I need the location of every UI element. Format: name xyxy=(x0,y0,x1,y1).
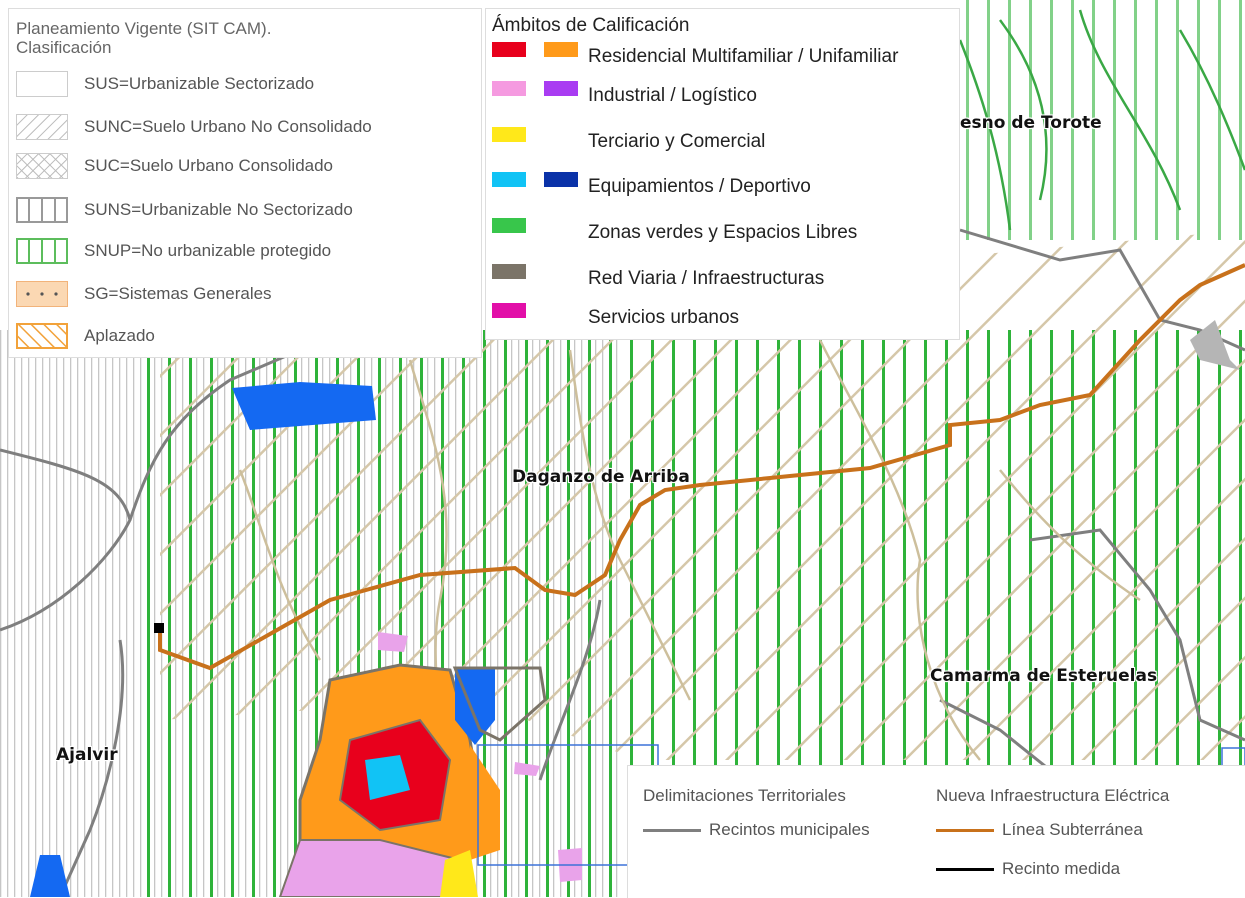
legend-infra-recinto-medida: Recinto medida xyxy=(936,859,1120,879)
swatch-sg xyxy=(16,281,68,307)
swatch-residencial-multifamiliar xyxy=(492,42,526,57)
place-label-torote: esno de Torote xyxy=(960,113,1102,133)
legend-item-label: SNUP=No urbanizable protegido xyxy=(84,241,332,260)
legend-item-label: SUNC=Suelo Urbano No Consolidado xyxy=(84,117,372,136)
legend-clasificacion-title: Planeamiento Vigente (SIT CAM). Clasific… xyxy=(16,19,271,57)
swatch-suc xyxy=(16,153,68,179)
legend-cal-label: Terciario y Comercial xyxy=(588,131,766,152)
legend-infra-label: Recinto medida xyxy=(1002,859,1121,878)
legend-infra-linea: Línea Subterránea xyxy=(936,820,1143,840)
legend-infra-recintos: Recintos municipales xyxy=(643,820,870,840)
linea-subterranea-line xyxy=(158,263,1245,671)
swatch-residencial-unifamiliar xyxy=(544,42,578,57)
legend-clasificacion-title-line1: Planeamiento Vigente (SIT CAM). xyxy=(16,19,272,38)
legend-clasificacion-title-line2: Clasificación xyxy=(16,38,112,57)
legend-infra-label: Línea Subterránea xyxy=(1002,820,1143,839)
place-label-daganzo: Daganzo de Arriba xyxy=(512,467,690,487)
legend-item-aplazado: Aplazado xyxy=(16,322,155,350)
legend-item-label: SUS=Urbanizable Sectorizado xyxy=(84,74,315,93)
legend-infraestructura: Delimitaciones Territoriales Nueva Infra… xyxy=(627,765,1245,898)
swatch-equipamientos xyxy=(492,172,526,187)
swatch-suns xyxy=(16,197,68,223)
legend-item-snup: SNUP=No urbanizable protegido xyxy=(16,237,331,265)
legend-item-sus: SUS=Urbanizable Sectorizado xyxy=(16,70,314,98)
water-reservoir xyxy=(232,382,376,430)
swatch-aplazado xyxy=(16,323,68,349)
legend-cal-label: Industrial / Logístico xyxy=(588,85,757,106)
legend-calificacion-title: Ámbitos de Calificación xyxy=(492,15,690,36)
legend-item-suc: SUC=Suelo Urbano Consolidado xyxy=(16,152,333,180)
place-label-camarma: Camarma de Esteruelas xyxy=(930,666,1158,686)
swatch-sunc xyxy=(16,114,68,140)
swatch-logistico xyxy=(544,81,578,96)
legend-cal-label: Equipamientos / Deportivo xyxy=(588,176,811,197)
legend-item-label: Aplazado xyxy=(84,326,155,345)
swatch-sus xyxy=(16,71,68,97)
swatch-terciario xyxy=(492,127,526,142)
swatch-zonas-verdes xyxy=(492,218,526,233)
legend-cal-label: Red Viaria / Infraestructuras xyxy=(588,268,825,289)
snup-green-zone-north xyxy=(955,0,1245,240)
urban-area xyxy=(30,632,582,897)
line-swatch-recinto-medida xyxy=(936,867,994,871)
place-label-ajalvir: Ajalvir xyxy=(56,745,118,765)
legend-infra-head-right: Nueva Infraestructura Eléctrica xyxy=(936,786,1170,805)
line-swatch-linea-subterranea xyxy=(936,828,994,832)
legend-item-label: SUC=Suelo Urbano Consolidado xyxy=(84,156,334,175)
line-swatch-recintos xyxy=(643,828,701,832)
swatch-red-viaria xyxy=(492,264,526,279)
legend-item-suns: SUNS=Urbanizable No Sectorizado xyxy=(16,196,353,224)
swatch-deportivo xyxy=(544,172,578,187)
legend-cal-label: Servicios urbanos xyxy=(588,307,740,328)
legend-calificacion: Ámbitos de Calificación Residencial Mult… xyxy=(485,8,960,340)
swatch-snup xyxy=(16,238,68,264)
swatch-servicios-urbanos xyxy=(492,303,526,318)
legend-item-sg: SG=Sistemas Generales xyxy=(16,280,272,308)
infrastructure-triangle xyxy=(1190,320,1240,370)
green-rural-paths xyxy=(958,9,1245,231)
legend-infra-label: Recintos municipales xyxy=(709,820,870,839)
swatch-industrial xyxy=(492,81,526,96)
legend-cal-label: Zonas verdes y Espacios Libres xyxy=(588,222,858,243)
legend-cal-label: Residencial Multifamiliar / Unifamiliar xyxy=(588,46,899,67)
recinto-medida-marker xyxy=(154,623,164,633)
legend-item-label: SUNS=Urbanizable No Sectorizado xyxy=(84,200,353,219)
aplazado-diagonal-zone xyxy=(160,230,1245,760)
legend-infra-head-left: Delimitaciones Territoriales xyxy=(643,786,846,805)
legend-item-label: SG=Sistemas Generales xyxy=(84,284,272,303)
legend-item-sunc: SUNC=Suelo Urbano No Consolidado xyxy=(16,113,372,141)
legend-clasificacion: Planeamiento Vigente (SIT CAM). Clasific… xyxy=(8,8,482,358)
